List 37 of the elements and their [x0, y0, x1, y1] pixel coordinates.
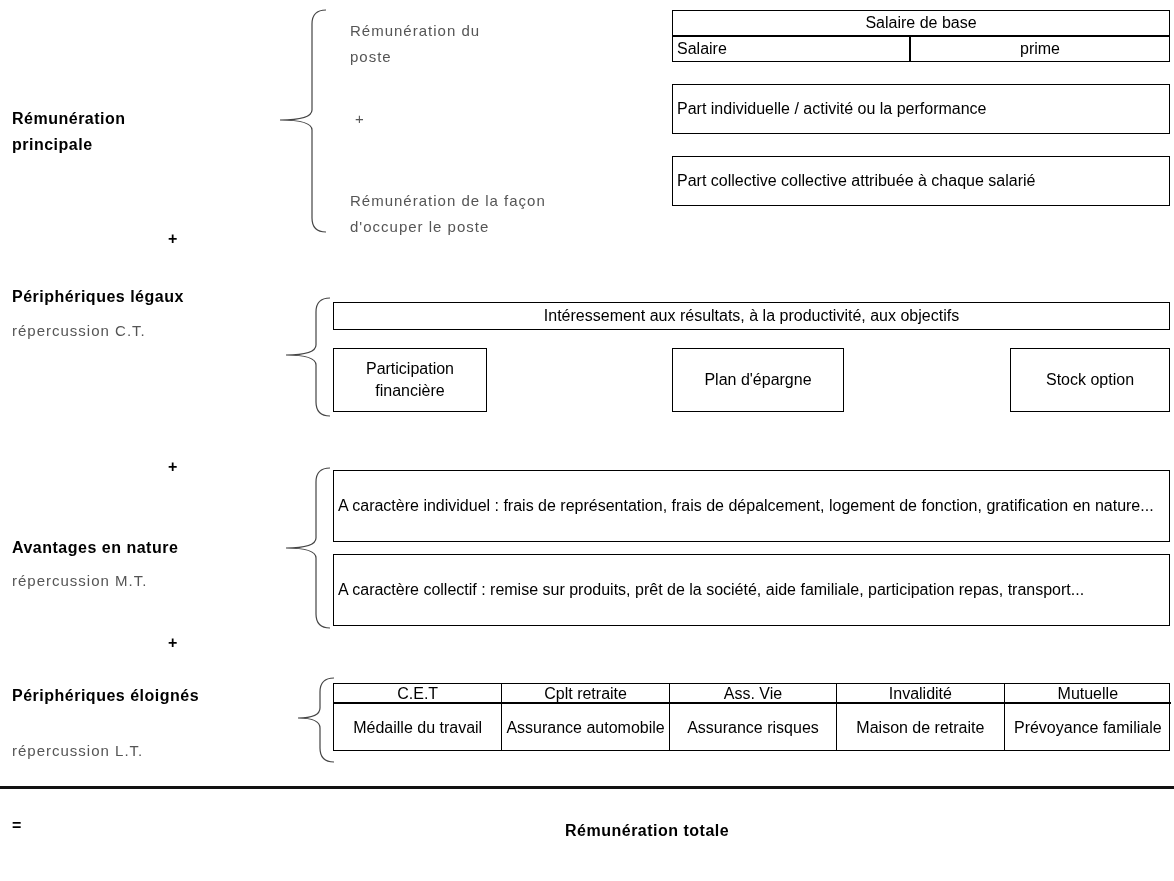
- table-cell: Prévoyance familiale: [1003, 704, 1171, 751]
- table-cell: C.E.T: [334, 684, 502, 704]
- operator-symbol: +: [168, 633, 179, 653]
- operator-symbol: +: [168, 457, 179, 477]
- text-box: Salaire: [672, 36, 910, 62]
- table-cell: Assurance automobile: [501, 704, 669, 751]
- table-cell: Maison de retraite: [836, 704, 1004, 751]
- heading-label: Périphériques légaux: [12, 287, 185, 307]
- table-cell: Assurance risques: [668, 704, 837, 751]
- operator-symbol: +: [168, 229, 179, 249]
- text-box: Salaire de base: [672, 10, 1170, 36]
- benefits-table: [333, 683, 1170, 751]
- text-label: répercussion M.T.: [12, 571, 149, 591]
- heading-label: Rémunération principale: [12, 109, 127, 155]
- text-box: Stock option: [1010, 348, 1170, 412]
- text-box: Part collective collective attribuée à chaque salarié: [672, 156, 1170, 206]
- operator-symbol: +: [355, 109, 366, 129]
- text-box: A caractère collectif : remise sur produits, prêt de la société, aide familiale, participation repas, transport...: [333, 554, 1170, 626]
- table-cell: Invalidité: [836, 684, 1004, 704]
- table-cell: Ass. Vie: [668, 684, 837, 704]
- table-cell: Mutuelle: [1003, 684, 1171, 704]
- text-label: répercussion L.T.: [12, 741, 145, 761]
- text-label: Rémunération du poste: [350, 21, 482, 67]
- heading-label: Périphériques éloignés: [12, 686, 201, 706]
- operator-symbol: =: [12, 816, 23, 836]
- text-box: Participation financière: [333, 348, 487, 412]
- text-box: A caractère individuel : frais de représentation, frais de dépalcement, logement de fonction, gratification en nature...: [333, 470, 1170, 542]
- table-cell: Médaille du travail: [334, 704, 502, 751]
- text-label: répercussion C.T.: [12, 321, 147, 341]
- heading-label: Rémunération totale: [565, 821, 731, 841]
- text-box: Intéressement aux résultats, à la productivité, aux objectifs: [333, 302, 1170, 330]
- text-box: Part individuelle / activité ou la performance: [672, 84, 1170, 134]
- table-cell: Cplt retraite: [501, 684, 669, 704]
- heading-label: Avantages en nature: [12, 538, 180, 558]
- text-box: Plan d'épargne: [672, 348, 844, 412]
- text-label: Rémunération de la façon d'occuper le poste: [350, 191, 547, 237]
- text-box: prime: [910, 36, 1170, 62]
